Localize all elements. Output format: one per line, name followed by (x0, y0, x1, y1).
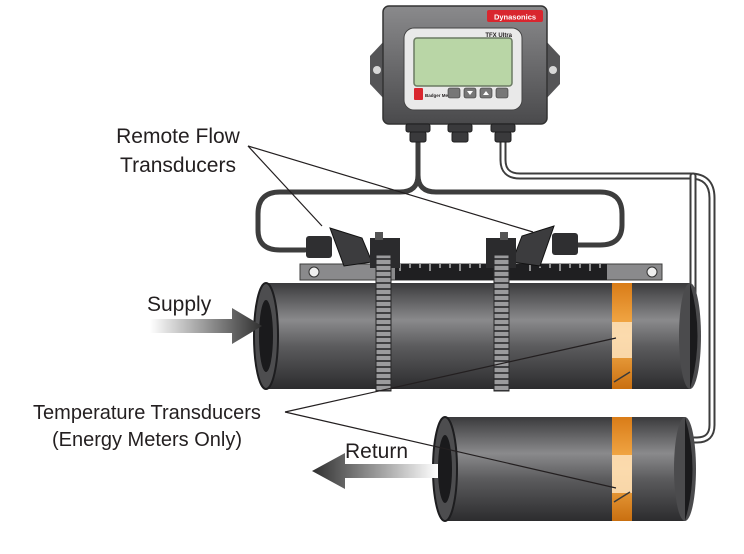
right-pipe-strap (493, 254, 510, 392)
up-arrow-icon (483, 91, 489, 95)
leader-lines (247, 145, 617, 489)
supply-label: Supply (147, 293, 212, 316)
right-flow-transducer (486, 225, 578, 268)
model-text: TFX Ultra (485, 33, 512, 39)
down-arrow-icon (467, 91, 473, 95)
lcd-display (413, 37, 513, 87)
return-label: Return (345, 440, 408, 463)
supply-pipe (253, 282, 701, 390)
brand-badge (487, 10, 543, 22)
temperature-label-line2: (Energy Meters Only) (52, 429, 242, 451)
left-transducer-cable (255, 127, 421, 253)
cable-glands (405, 123, 516, 143)
right-transducer-cable (415, 172, 625, 248)
return-arrow-icon (312, 453, 438, 489)
menu-button[interactable] (447, 87, 461, 99)
supply-arrow-icon (150, 308, 262, 344)
enter-button[interactable] (495, 87, 509, 99)
lower-temperature-band (612, 417, 632, 521)
return-pipe (432, 416, 696, 522)
left-flow-transducer (306, 227, 400, 268)
temperature-cable-inner (501, 133, 714, 442)
brand-text: Dynasonics (494, 13, 536, 22)
flow-meter-unit: Dynasonics TFX Ultra Badger Meter (370, 5, 560, 143)
maker-text: Badger Meter (425, 93, 454, 98)
left-pipe-strap (375, 254, 392, 392)
remote-flow-label-line2: Transducers (120, 154, 236, 177)
remote-flow-label-line1: Remote Flow (116, 125, 241, 148)
mounting-rail (299, 263, 663, 281)
badger-logo-icon (414, 88, 423, 100)
temperature-label-line1: Temperature Transducers (33, 402, 261, 424)
upper-temperature-band (612, 283, 632, 389)
